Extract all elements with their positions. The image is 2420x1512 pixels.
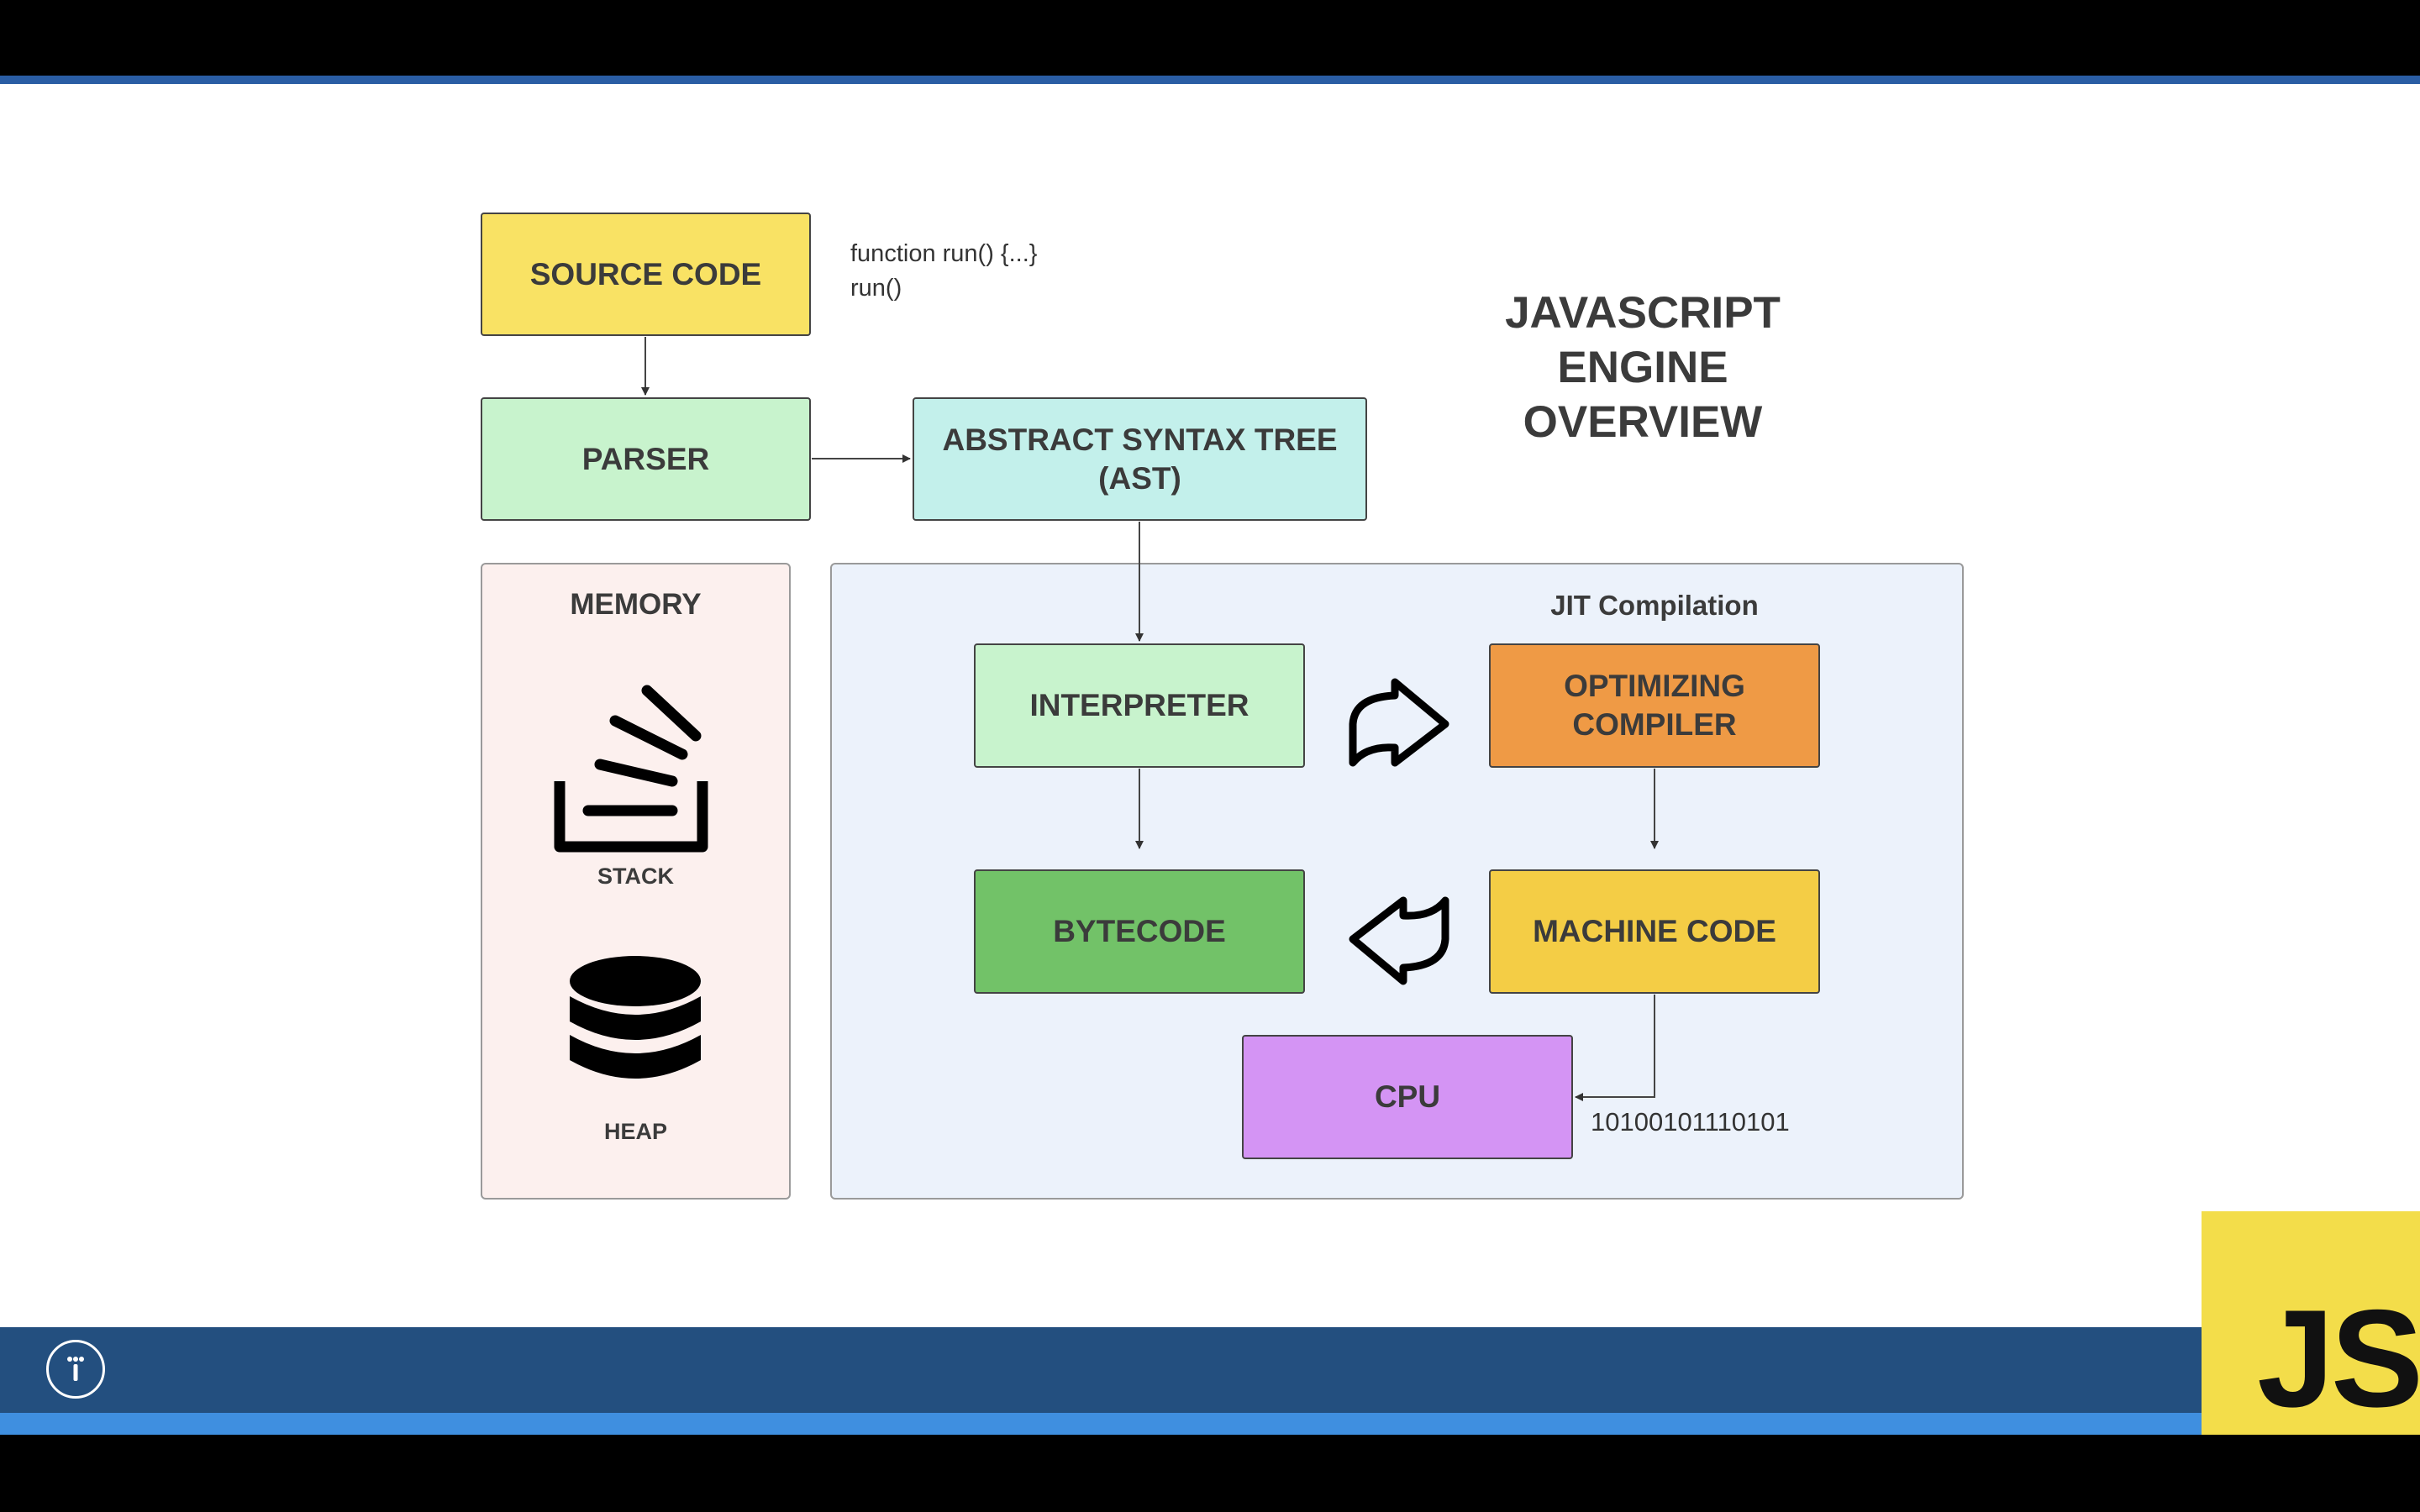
bytecode-box: BYTECODE bbox=[974, 869, 1305, 994]
code-snippet: function run() {...} run() bbox=[850, 237, 1037, 305]
optimizing-label-line2: COMPILER bbox=[1572, 707, 1737, 742]
parser-label: PARSER bbox=[581, 441, 710, 476]
stack-label: STACK bbox=[597, 864, 674, 889]
interpreter-label: INTERPRETER bbox=[1029, 688, 1249, 723]
bottom-black-bar bbox=[0, 1435, 2420, 1512]
top-accent-line bbox=[0, 76, 2420, 84]
curved-arrow-left-icon bbox=[1349, 896, 1449, 985]
database-icon bbox=[570, 956, 701, 1079]
footer-bar bbox=[0, 1327, 2420, 1413]
top-black-bar bbox=[0, 0, 2420, 76]
logo-glyph-icon bbox=[67, 1357, 84, 1381]
machine-code-label: MACHINE CODE bbox=[1533, 914, 1776, 949]
interpreter-box: INTERPRETER bbox=[974, 643, 1305, 768]
source-code-box: SOURCE CODE bbox=[481, 213, 811, 336]
logo-icon[interactable] bbox=[46, 1340, 105, 1399]
parser-box: PARSER bbox=[481, 397, 811, 521]
machine-code-box: MACHINE CODE bbox=[1489, 869, 1820, 994]
title-line-3: OVERVIEW bbox=[1523, 397, 1763, 448]
memory-panel bbox=[481, 563, 791, 1200]
source-code-label: SOURCE CODE bbox=[529, 256, 762, 291]
cpu-box: CPU bbox=[1242, 1035, 1573, 1159]
heap-label: HEAP bbox=[603, 1119, 667, 1144]
jit-heading: JIT Compilation bbox=[1550, 590, 1759, 621]
code-line-1: function run() {...} bbox=[850, 240, 1038, 267]
binary-label: 10100101110101 bbox=[1591, 1107, 1790, 1137]
title-line-1: JAVASCRIPT bbox=[1505, 288, 1781, 338]
ast-label-line2: (AST) bbox=[1098, 460, 1181, 496]
arrow-machine-to-cpu bbox=[1575, 995, 1655, 1101]
code-line-2: run() bbox=[850, 274, 902, 302]
ast-label-line1: ABSTRACT SYNTAX TREE bbox=[942, 422, 1338, 457]
cpu-label: CPU bbox=[1374, 1079, 1441, 1115]
curved-arrow-right-icon bbox=[1349, 678, 1449, 767]
page-title: JAVASCRIPT ENGINE OVERVIEW bbox=[1433, 286, 1853, 450]
title-line-2: ENGINE bbox=[1557, 343, 1728, 393]
optimizing-label-line1: OPTIMIZING bbox=[1564, 669, 1745, 704]
optimizing-compiler-box: OPTIMIZING COMPILER bbox=[1489, 643, 1820, 768]
footer-accent-line bbox=[0, 1413, 2202, 1435]
bytecode-label: BYTECODE bbox=[1053, 914, 1226, 949]
js-logo-text: JS bbox=[2257, 1281, 2420, 1436]
js-logo: JS bbox=[2202, 1211, 2420, 1435]
stack-icon bbox=[554, 685, 708, 853]
ast-box: ABSTRACT SYNTAX TREE (AST) bbox=[913, 397, 1367, 521]
memory-heading: MEMORY bbox=[570, 588, 702, 621]
